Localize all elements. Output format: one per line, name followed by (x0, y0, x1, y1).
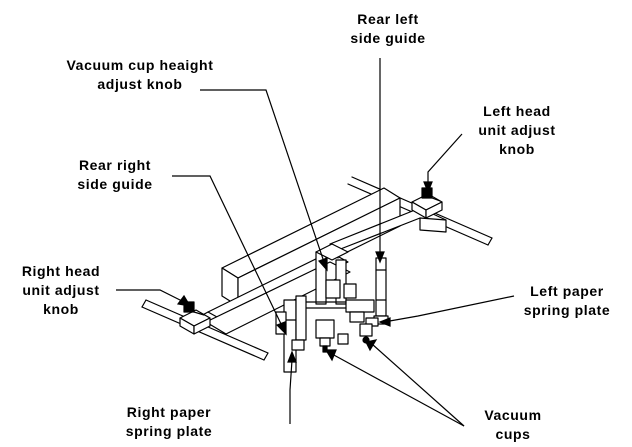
label-right-paper-spring-plate: Right paper spring plate (110, 403, 228, 441)
leader-vacuum-cups (324, 339, 465, 427)
label-line: knob (499, 141, 535, 157)
label-line: Right paper (126, 404, 212, 420)
label-right-head-unit-adjust-knob: Right head unit adjust knob (6, 262, 116, 319)
leader-right-head-unit-adjust-knob (116, 289, 192, 307)
label-line: knob (43, 301, 79, 317)
label-line: Vacuum cup heaight (66, 57, 214, 73)
label-left-paper-spring-plate: Left paper spring plate (508, 282, 626, 320)
label-line: Right head (21, 263, 101, 279)
label-line: spring plate (125, 423, 213, 439)
label-line: spring plate (523, 302, 611, 318)
leader-right-paper-spring-plate (287, 350, 297, 424)
label-line: Rear right (78, 157, 152, 173)
left-head-knob (411, 187, 443, 219)
rear-left-guide-post (373, 257, 389, 325)
right-head-knob (179, 301, 211, 335)
label-line: cups (495, 426, 531, 442)
leader-left-paper-spring-plate (378, 295, 515, 327)
base-plate (189, 251, 351, 335)
label-line: side guide (350, 30, 426, 46)
label-left-head-unit-adjust-knob: Left head unit adjust knob (462, 102, 572, 159)
label-line: unit adjust (22, 282, 100, 298)
label-vacuum-cup-height-adjust-knob: Vacuum cup heaight adjust knob (40, 56, 240, 94)
leader-rear-left-side-guide (375, 58, 385, 264)
label-line: Rear left (357, 11, 419, 27)
vacuum-head-frame (295, 243, 379, 327)
label-line: Left head (483, 103, 551, 119)
label-line: Vacuum (484, 407, 542, 423)
vacuum-cup-parts (315, 319, 373, 353)
leader-left-head-unit-adjust-knob (423, 133, 463, 194)
label-rear-left-side-guide: Rear left side guide (338, 10, 438, 48)
label-line: adjust knob (97, 76, 183, 92)
label-line: Left paper (530, 283, 604, 299)
label-line: side guide (77, 176, 153, 192)
leader-rear-right-side-guide (172, 175, 287, 336)
label-vacuum-cups: Vacuum cups (468, 406, 558, 444)
leader-vacuum-cup-height-adjust-knob (200, 89, 328, 272)
label-rear-right-side-guide: Rear right side guide (60, 156, 170, 194)
label-line: unit adjust (478, 122, 556, 138)
